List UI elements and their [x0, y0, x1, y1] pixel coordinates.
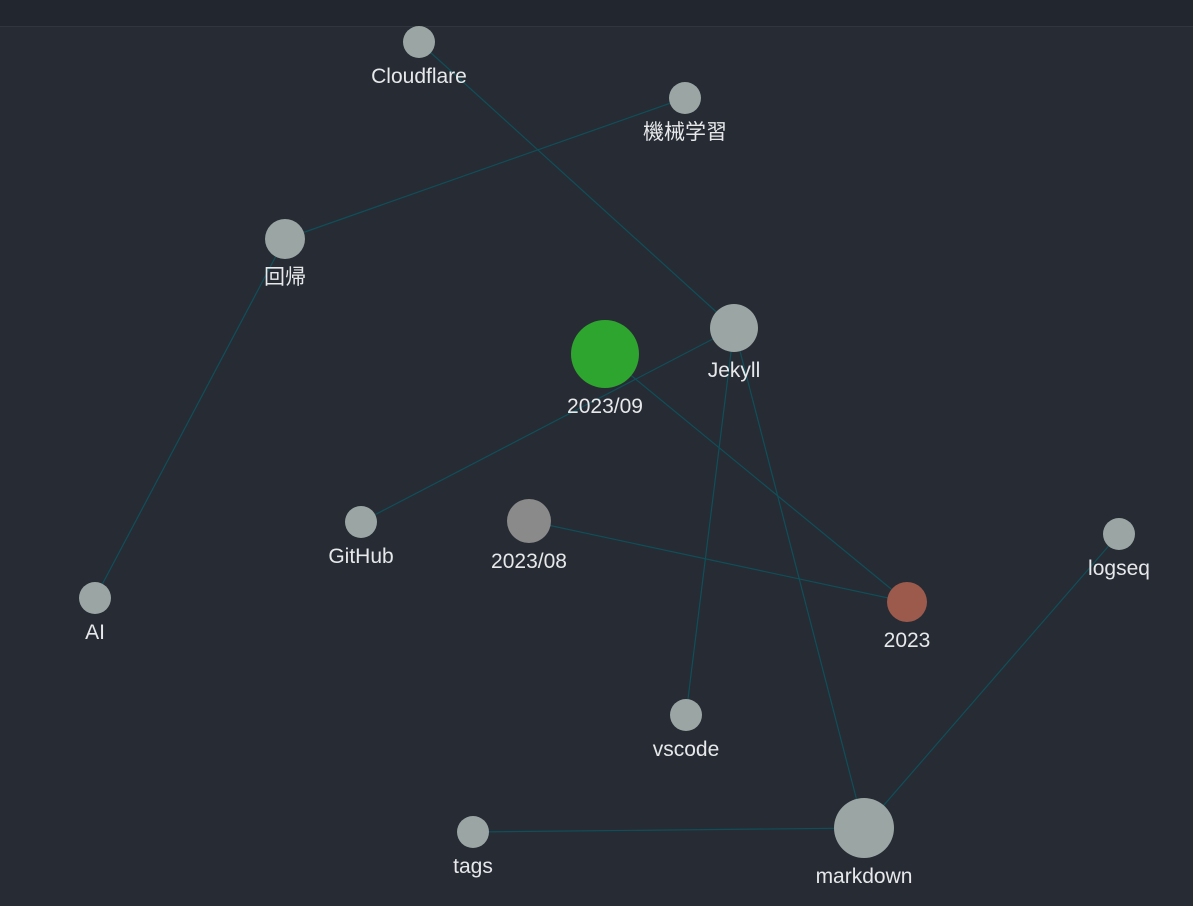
node-circle[interactable]: [1103, 518, 1135, 550]
edges-layer: [94, 41, 1120, 833]
node-label: 2023/09: [567, 395, 643, 418]
node-circle[interactable]: [887, 582, 927, 622]
edge-regression-ai: [94, 238, 286, 599]
node-label: AI: [85, 621, 105, 644]
node-tags[interactable]: tags: [453, 816, 493, 878]
top-bar: [0, 0, 1193, 27]
node-circle[interactable]: [669, 82, 701, 114]
edge-month-2023-09-year-2023: [604, 353, 908, 603]
node-circle[interactable]: [265, 219, 305, 259]
node-circle[interactable]: [710, 304, 758, 352]
edge-tags-markdown: [472, 827, 865, 833]
node-label: 機械学習: [643, 121, 727, 144]
edge-jekyll-markdown: [733, 327, 865, 829]
node-circle[interactable]: [345, 506, 377, 538]
node-circle[interactable]: [670, 699, 702, 731]
node-circle[interactable]: [79, 582, 111, 614]
node-circle[interactable]: [834, 798, 894, 858]
node-cloudflare[interactable]: Cloudflare: [371, 26, 467, 88]
node-ml[interactable]: 機械学習: [643, 82, 727, 144]
node-jekyll[interactable]: Jekyll: [708, 304, 761, 382]
node-vscode[interactable]: vscode: [653, 699, 720, 761]
node-logseq[interactable]: logseq: [1088, 518, 1150, 580]
edge-month-2023-08-year-2023: [528, 520, 908, 603]
node-markdown[interactable]: markdown: [816, 798, 913, 888]
node-ai[interactable]: AI: [79, 582, 111, 644]
node-github[interactable]: GitHub: [328, 506, 394, 568]
node-circle[interactable]: [571, 320, 639, 388]
node-regression[interactable]: 回帰: [264, 219, 306, 289]
node-label: logseq: [1088, 557, 1150, 580]
node-circle[interactable]: [507, 499, 551, 543]
edge-logseq-markdown: [863, 533, 1120, 829]
node-month-2023-08[interactable]: 2023/08: [491, 499, 567, 573]
node-label: vscode: [653, 738, 720, 761]
node-label: 2023/08: [491, 550, 567, 573]
edge-ml-regression: [284, 97, 686, 240]
node-label: 2023: [884, 629, 931, 652]
edge-cloudflare-jekyll: [418, 41, 735, 329]
node-label: Cloudflare: [371, 65, 467, 88]
node-circle[interactable]: [403, 26, 435, 58]
node-label: GitHub: [328, 545, 393, 568]
node-year-2023[interactable]: 2023: [884, 582, 931, 652]
edge-jekyll-github: [360, 327, 735, 523]
node-label: 回帰: [264, 266, 306, 289]
node-label: markdown: [816, 865, 913, 888]
node-circle[interactable]: [457, 816, 489, 848]
node-month-2023-09[interactable]: 2023/09: [567, 320, 643, 418]
node-label: tags: [453, 855, 493, 878]
node-label: Jekyll: [708, 359, 761, 382]
edge-jekyll-vscode: [685, 327, 735, 716]
